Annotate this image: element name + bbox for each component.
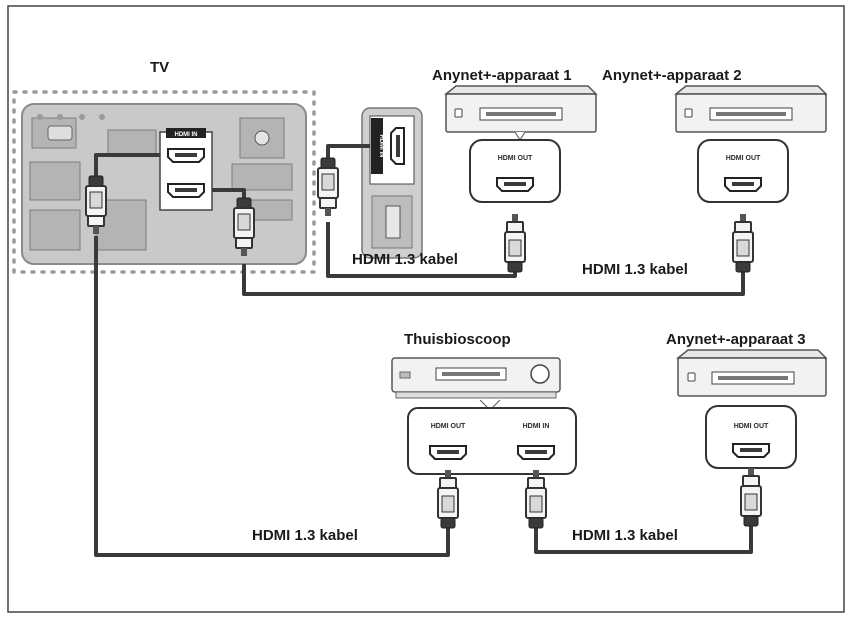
power-button-icon [687,372,696,382]
anynet-device-3 [675,349,828,397]
cable-tv-hdmi1-inner [94,153,160,178]
device-3-label: Anynet+-apparaat 3 [666,331,806,348]
tv-label: TV [150,59,169,76]
tv-hdmi-block [159,131,213,211]
cable-home-theater-to-device-3 [534,526,753,554]
device-1-hdmi-out: HDMI OUT [469,139,561,203]
hdmi-out-label-2: HDMI OUT [726,155,761,162]
tv-side-hdmi-port [390,127,405,165]
ht-hdmi-out-label: HDMI OUT [431,423,466,430]
device-2-label: Anynet+-apparaat 2 [602,67,742,84]
volume-knob-icon [530,364,550,384]
hdmi-plug-icon [740,467,762,527]
home-theater [391,357,561,411]
tv-hdmi-port-2 [167,183,205,198]
cable-side-inner [326,144,370,158]
hdmi-plug-icon [525,469,547,529]
hdmi-cables [94,144,753,557]
tv-side-panel-label: HDMI IN [378,135,384,158]
cable-tv-to-home-theater [94,236,450,557]
cable-label-side: HDMI 1.3 kabel [352,251,458,268]
figure-border [7,5,845,613]
hdmi-plug-icon [85,175,107,235]
hdmi-out-label-1: HDMI OUT [498,155,533,162]
tv-hdmi-block-label: HDMI IN [175,132,198,138]
home-theater-label: Thuisbioscoop [404,331,511,348]
home-theater-ports: HDMI OUT HDMI IN [407,407,577,475]
hdmi-plug-icon [504,213,526,273]
hdmi-plug-icon [233,197,255,257]
anynet-device-2 [673,85,828,133]
power-button-icon [684,108,693,118]
ht-hdmi-in-label: HDMI IN [523,423,550,430]
device-1-label: Anynet+-apparaat 1 [432,67,572,84]
cable-tv-to-device-2 [242,264,745,296]
cable-label-bottom-left: HDMI 1.3 kabel [252,527,358,544]
tv-back-panel: HDMI IN [12,90,316,274]
device-3-hdmi-out: HDMI OUT [705,405,797,469]
cable-label-bottom-right: HDMI 1.3 kabel [572,527,678,544]
tv-hdmi-port-1 [167,148,205,163]
cable-tv-hdmi2-inner [212,188,246,198]
anynet-device-1 [443,85,598,141]
hdmi-plug-icon [732,213,754,273]
hdmi-plug-icon [317,157,339,217]
hdmi-out-label-3: HDMI OUT [734,423,769,430]
device-2-hdmi-out: HDMI OUT [697,139,789,203]
cable-label-top: HDMI 1.3 kabel [582,261,688,278]
cable-side-to-device-1 [326,222,517,278]
tv-side-panel: HDMI IN [361,107,423,259]
hdmi-plug-icon [437,469,459,529]
power-button-icon [454,108,463,118]
